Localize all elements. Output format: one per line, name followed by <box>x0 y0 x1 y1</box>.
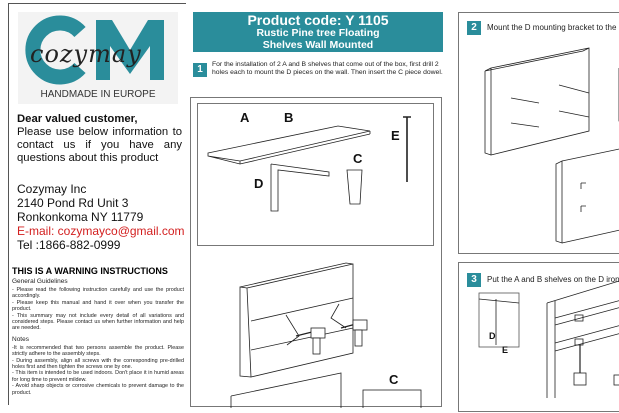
dowel-drawing <box>346 169 363 205</box>
shelf-placement-illustration <box>478 280 619 398</box>
address-block: Cozymay Inc 2140 Pond Rd Unit 3 Ronkonko… <box>17 182 185 252</box>
contact-intro: Please use below information to contact … <box>17 126 182 164</box>
part-label-b: B <box>284 110 294 125</box>
note-item: -It is recommended that two persons asse… <box>12 344 184 358</box>
part-label-c: C <box>353 151 363 166</box>
step-3-panel: 3 Put the A and B shelves on the D iron … <box>458 262 619 412</box>
warning-section: THIS IS A WARNING INSTRUCTIONS General G… <box>12 266 184 396</box>
shelf-drawing <box>207 125 371 165</box>
note-item: - Avoid sharp objects or corrosive chemi… <box>12 383 184 396</box>
parts-list-box: A B C D E <box>197 103 434 246</box>
product-name-line2: Shelves Wall Mounted <box>262 38 374 51</box>
step-1-illustration-frame: C <box>190 97 442 408</box>
step-2-text: Mount the D mounting bracket to the <box>487 23 617 32</box>
step-2-badge: 2 <box>467 21 481 35</box>
general-item: - Please read the following instruction … <box>12 287 184 300</box>
step-1-text: For the installation of 2 A and B shelve… <box>212 61 443 77</box>
note-item: - During assembly, align all screws with… <box>12 357 184 371</box>
bracket-drawing <box>270 163 330 212</box>
part-label-e: E <box>391 128 400 143</box>
bracket-mounting-illustration <box>484 47 619 244</box>
general-heading: General Guidelines <box>12 278 68 285</box>
product-header: Product code: Y 1105 Rustic Pine tree Fl… <box>193 12 443 52</box>
step-3-badge: 3 <box>467 273 481 287</box>
street: 2140 Pond Rd Unit 3 <box>17 196 129 210</box>
logo-script: cozymay <box>30 40 142 68</box>
wall-drilling-illustration <box>230 262 422 408</box>
parts-illustration <box>207 116 411 212</box>
part-label-d: D <box>489 331 496 341</box>
notes-heading: Notes <box>12 335 29 343</box>
logo-cm-mark <box>25 15 164 85</box>
screw-drawing <box>403 116 411 182</box>
warning-title: THIS IS A WARNING INSTRUCTIONS <box>12 266 168 276</box>
telephone: Tel :1866-882-0999 <box>17 238 121 252</box>
company: Cozymay Inc <box>17 182 87 196</box>
greeting: Dear valued customer, <box>17 113 138 125</box>
city: Ronkonkoma NY 11779 <box>17 210 144 224</box>
logo-tagline: HANDMADE IN EUROPE <box>40 89 156 100</box>
part-label-a: A <box>240 110 250 125</box>
product-name-line1: Rustic Pine tree Floating <box>256 27 380 39</box>
general-item: - This summary may not include every det… <box>12 312 184 332</box>
part-label-d: D <box>254 176 264 191</box>
product-code: Product code: Y 1105 <box>247 12 389 28</box>
note-item: - This item is intended to be used indoo… <box>12 370 184 383</box>
part-label-c: C <box>389 372 399 387</box>
step-3-text: Put the A and B shelves on the D iron <box>487 275 619 284</box>
step-2-panel: 2 Mount the D mounting bracket to the <box>458 12 619 254</box>
step-1-badge: 1 <box>193 63 207 77</box>
part-label-e: E <box>502 345 509 355</box>
cozymay-logo: cozymay HANDMADE IN EUROPE <box>18 12 178 104</box>
customer-message: Dear valued customer, Please use below i… <box>17 113 182 165</box>
general-item: - Please keep this manual and hand it ov… <box>12 299 184 313</box>
email-link[interactable]: E-mail: cozymayco@gmail.com <box>17 224 185 238</box>
contact-panel <box>8 3 186 405</box>
